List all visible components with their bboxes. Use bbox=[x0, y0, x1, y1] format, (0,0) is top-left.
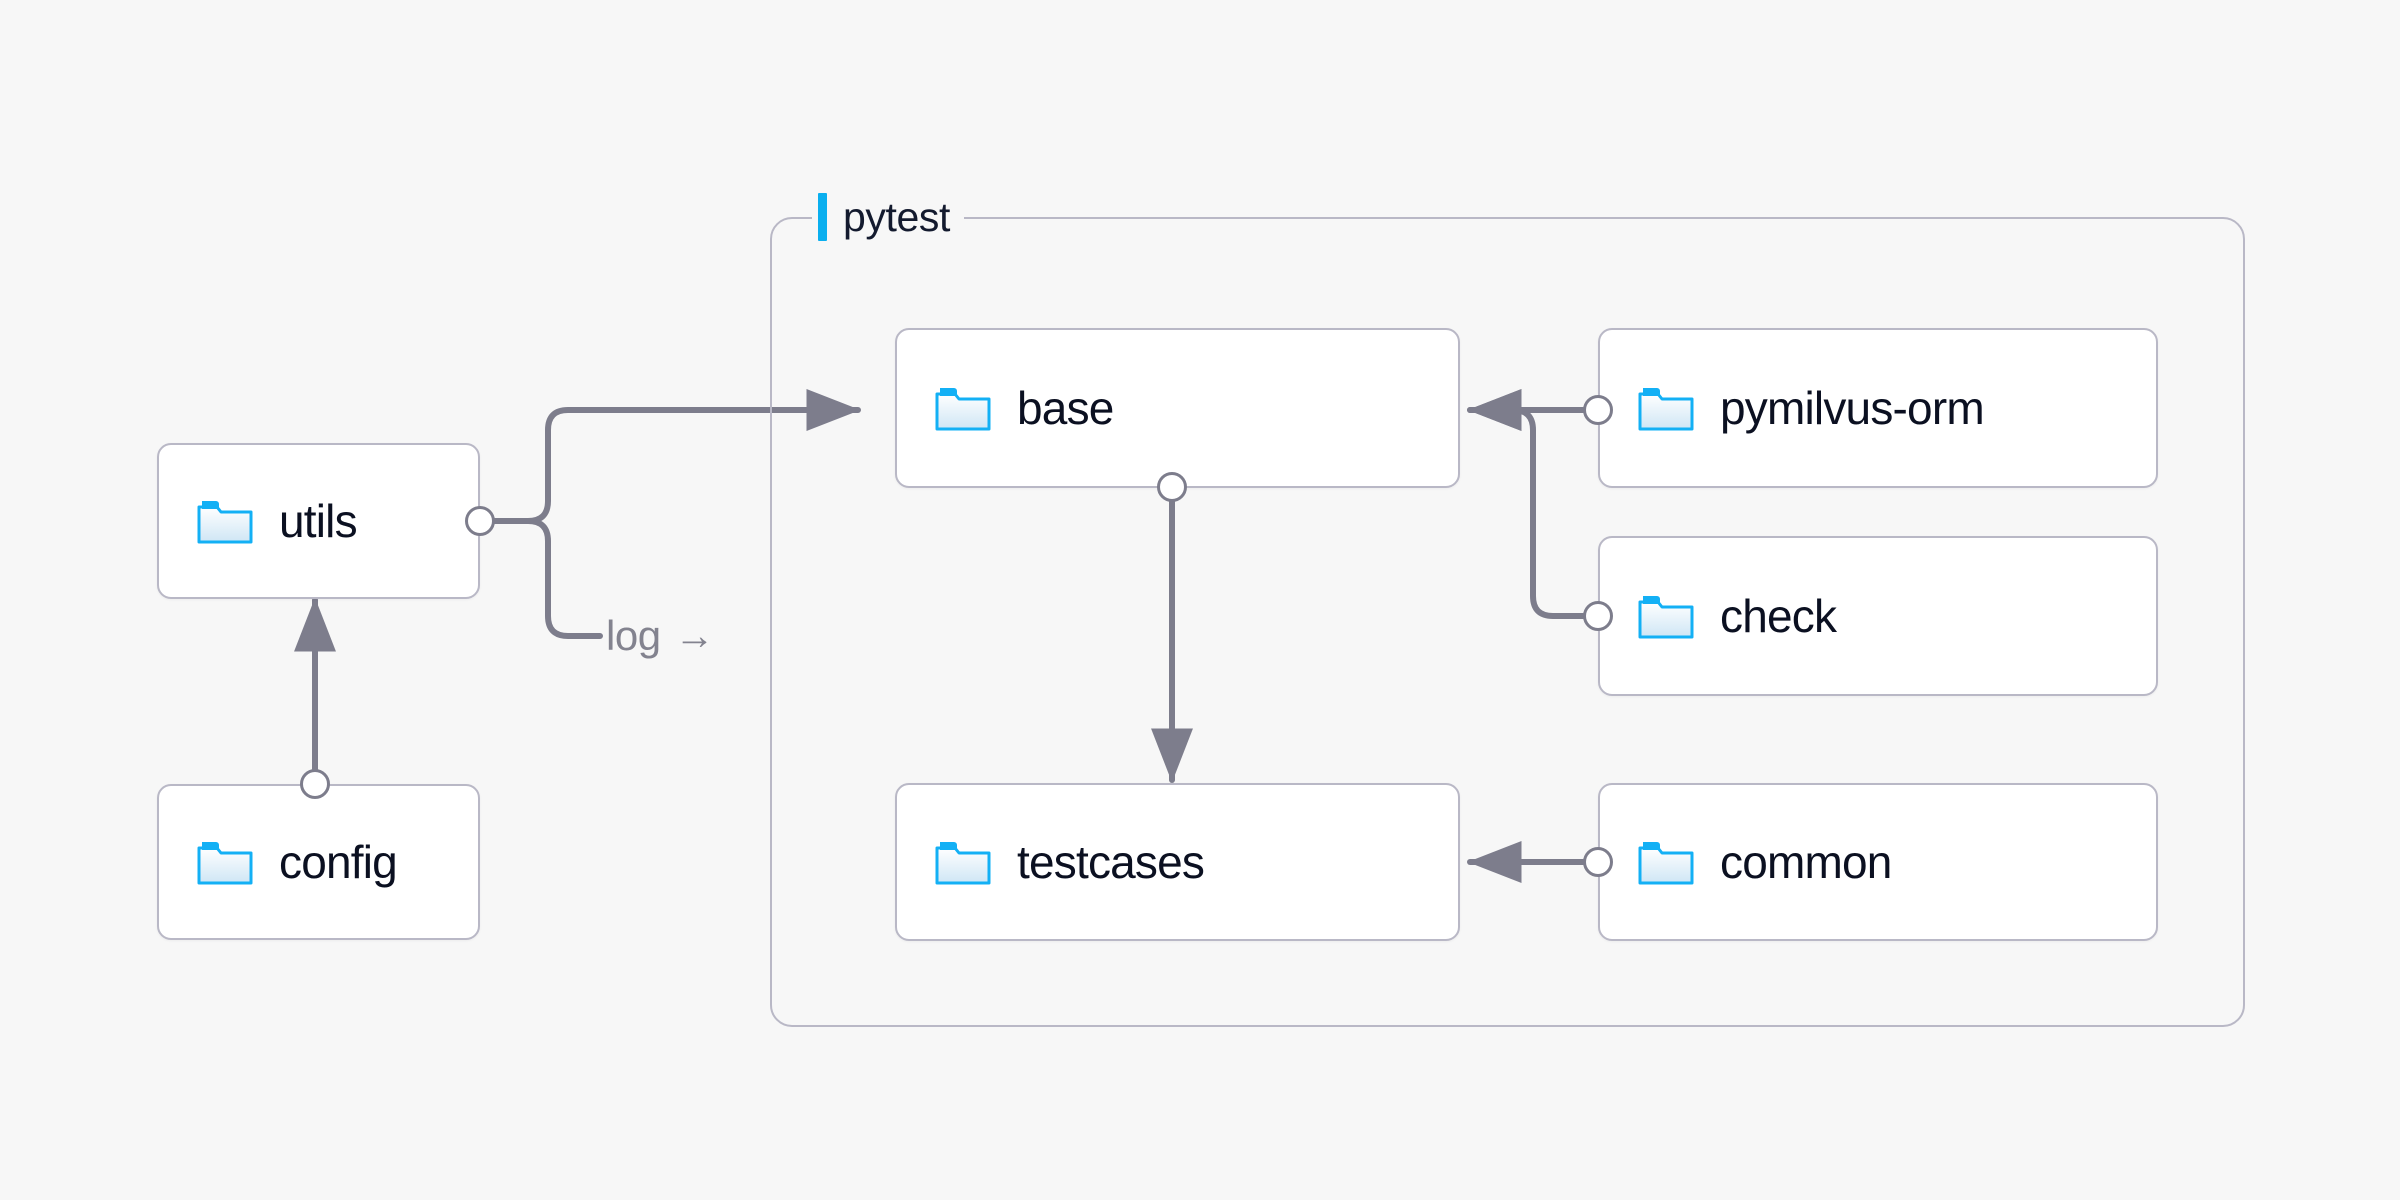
port-utils-right[interactable] bbox=[465, 506, 495, 536]
arrow-right-icon: → bbox=[674, 614, 715, 658]
port-pymilvus-orm-left[interactable] bbox=[1583, 395, 1613, 425]
edge-label-log-text: log bbox=[606, 612, 661, 659]
folder-icon bbox=[935, 388, 991, 431]
port-check-left[interactable] bbox=[1583, 601, 1613, 631]
node-label: check bbox=[1720, 590, 1837, 642]
folder-icon bbox=[1638, 842, 1694, 885]
node-label: config bbox=[279, 836, 398, 888]
node-label: base bbox=[1017, 382, 1114, 434]
folder-icon bbox=[197, 501, 253, 544]
group-label-pytest: pytest bbox=[812, 190, 964, 244]
node-utils[interactable]: utils bbox=[157, 443, 480, 599]
node-label: common bbox=[1720, 836, 1892, 888]
group-title: pytest bbox=[843, 193, 950, 240]
node-pymilvus-orm[interactable]: pymilvus-orm bbox=[1598, 328, 2158, 488]
group-container-pytest bbox=[770, 217, 2245, 1027]
node-check[interactable]: check bbox=[1598, 536, 2158, 696]
port-base-bottom[interactable] bbox=[1157, 472, 1187, 502]
node-label: pymilvus-orm bbox=[1720, 382, 1985, 434]
folder-icon bbox=[1638, 596, 1694, 639]
folder-icon bbox=[1638, 388, 1694, 431]
node-testcases[interactable]: testcases bbox=[895, 783, 1460, 941]
node-label: utils bbox=[279, 495, 358, 547]
folder-icon bbox=[935, 842, 991, 885]
node-label: testcases bbox=[1017, 836, 1205, 888]
node-common[interactable]: common bbox=[1598, 783, 2158, 941]
edge-label-log: log → bbox=[606, 612, 715, 660]
node-config[interactable]: config bbox=[157, 784, 480, 940]
port-common-left[interactable] bbox=[1583, 847, 1613, 877]
accent-bar-icon bbox=[818, 193, 827, 241]
folder-icon bbox=[197, 842, 253, 885]
edge-utils-to-log bbox=[477, 518, 603, 639]
port-config-top[interactable] bbox=[300, 769, 330, 799]
node-base[interactable]: base bbox=[895, 328, 1460, 488]
